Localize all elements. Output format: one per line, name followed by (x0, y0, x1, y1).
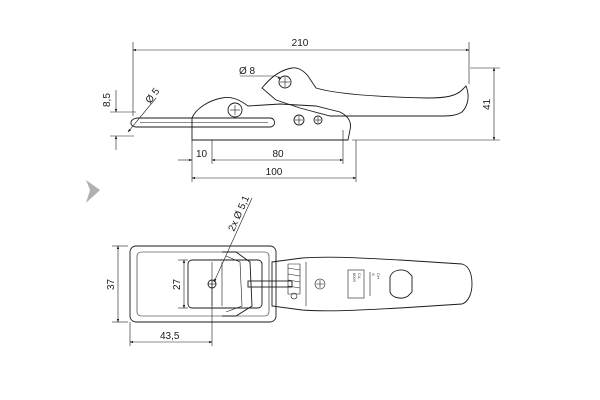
dim-overall-height: 41 (482, 98, 493, 110)
emblem-icon (314, 278, 326, 290)
logo-line-1: C4- (357, 273, 362, 280)
logo-line-2: 8003 (352, 273, 357, 283)
tension-rod (247, 280, 293, 288)
dim-offset-small: 10 (196, 149, 208, 160)
plan-view: C4- 8003 S CH 37 27 43,5 2x Ø 5,1 (106, 194, 473, 346)
dim-outer-width: 37 (106, 278, 117, 290)
hook-loop (187, 259, 263, 309)
dim-left-height: 8,5 (102, 93, 113, 107)
base-bracket-outer (129, 245, 277, 323)
spring (287, 263, 301, 300)
lever-slot (389, 269, 413, 299)
body-hole-2 (313, 115, 323, 125)
body-pivot-hole (227, 102, 243, 118)
hook-strap (130, 117, 275, 128)
logo-line-4: CH (376, 273, 381, 279)
dim-holes-callout: 2x Ø 5,1 (227, 194, 253, 233)
dim-base-length: 43,5 (160, 331, 180, 342)
body-hole-1 (293, 114, 305, 126)
logo-line-3: S (371, 273, 376, 276)
logo-stamp: C4- 8003 S CH (347, 269, 381, 299)
body-plate (191, 97, 351, 141)
dim-offset-total: 100 (266, 167, 283, 178)
dim-hook-hole: Ø 5 (144, 86, 163, 106)
lever-plate (271, 256, 473, 312)
lever-hole (278, 75, 292, 89)
dim-inner-width: 27 (172, 278, 183, 290)
dim-offset-mid: 80 (272, 149, 284, 160)
lever-outline (261, 67, 469, 117)
dim-overall-length: 210 (292, 38, 309, 49)
chevron-marker-icon (86, 180, 100, 203)
base-bracket-inner (136, 251, 270, 317)
side-view: 210 Ø 8 Ø 5 8,5 41 10 80 100 (102, 38, 500, 182)
dim-lever-hole: Ø 8 (239, 66, 256, 77)
